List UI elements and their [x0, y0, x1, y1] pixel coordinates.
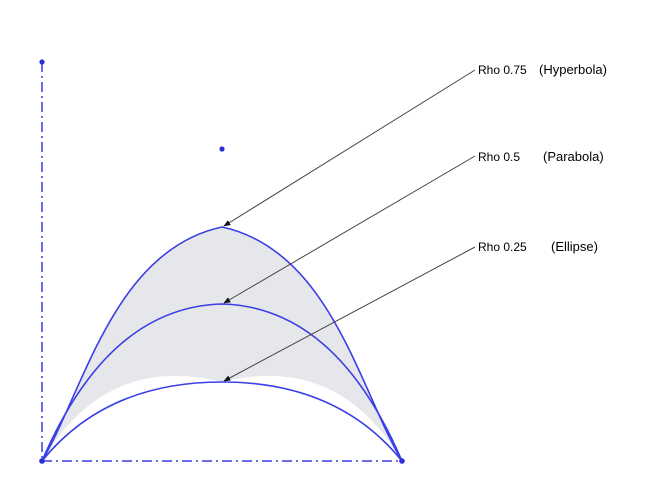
shaded-region	[42, 227, 402, 461]
end-endpoint	[399, 458, 405, 464]
label-rho-parabola: Rho 0.5	[478, 150, 520, 164]
leader-arrow-parabola	[223, 155, 476, 304]
hyperbola-curve	[41, 226, 403, 462]
start-endpoint	[39, 458, 45, 464]
parabola-curve	[41, 303, 403, 462]
ellipse-curve	[41, 381, 403, 462]
label-type-ellipse: (Ellipse)	[551, 239, 598, 254]
apex-control-point	[219, 146, 225, 152]
top-construction-point	[39, 59, 45, 65]
label-type-parabola: (Parabola)	[543, 149, 604, 164]
leader-arrow-ellipse	[223, 246, 476, 382]
label-rho-ellipse: Rho 0.25	[478, 240, 527, 254]
label-rho-hyperbola: Rho 0.75	[478, 63, 527, 77]
leader-arrow-hyperbola	[223, 69, 476, 227]
label-type-hyperbola: (Hyperbola)	[539, 62, 607, 77]
